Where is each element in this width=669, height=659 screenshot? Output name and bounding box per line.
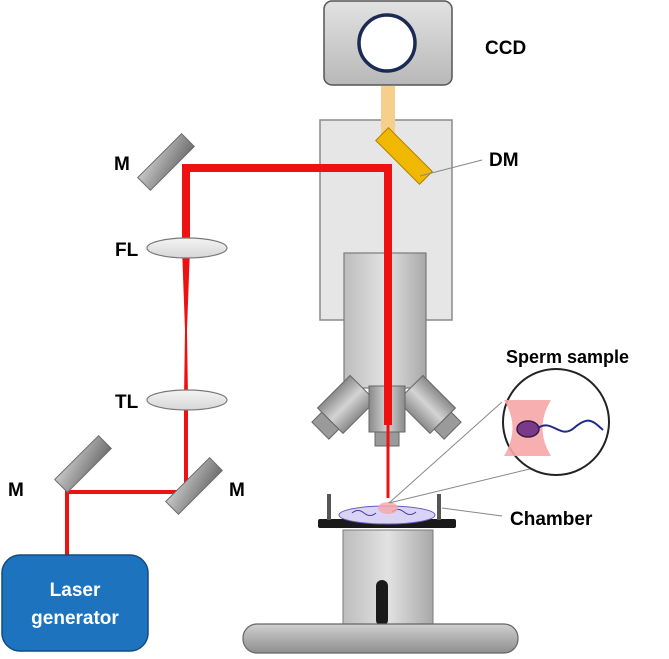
- objective-left: [311, 374, 377, 440]
- sperm-tail: [537, 419, 604, 433]
- label-chamber: Chamber: [510, 509, 593, 530]
- focusing-lens: [146, 237, 228, 259]
- stage-slot: [376, 580, 388, 626]
- label-laser-line2: generator: [31, 608, 119, 629]
- label-sperm-sample: Sperm sample: [506, 347, 629, 367]
- mirror-top: [137, 133, 195, 191]
- laser-focus-cone-2: [184, 330, 188, 398]
- label-laser-line1: Laser: [50, 580, 101, 601]
- zoom-line-1: [388, 401, 503, 504]
- tube-lens: [146, 389, 228, 411]
- dichroic-mirror: [375, 127, 433, 185]
- sperm-head: [516, 420, 540, 438]
- label-mirror-right: M: [229, 480, 245, 501]
- chamber-post-right: [437, 494, 441, 520]
- label-mirror-left: M: [8, 480, 24, 501]
- camera-light-path: [381, 86, 395, 138]
- laser-generator: [1, 554, 149, 652]
- label-dm: DM: [489, 150, 519, 171]
- chamber-leader: [441, 507, 503, 517]
- dm-leader: [419, 159, 483, 177]
- label-tl: TL: [115, 392, 139, 413]
- label-ccd: CCD: [485, 38, 526, 59]
- ccd-lens: [357, 13, 417, 73]
- objective-right: [396, 374, 462, 440]
- label-fl: FL: [115, 240, 139, 261]
- mirror-right: [165, 457, 223, 515]
- microscope-base: [242, 623, 519, 654]
- laser-beam: [65, 164, 392, 555]
- laser-focus-cone: [182, 248, 190, 330]
- mirror-left: [54, 435, 112, 493]
- chamber-focus-glow: [378, 502, 398, 514]
- zoom-line-2: [388, 465, 543, 504]
- label-mirror-top: M: [114, 154, 130, 175]
- chamber-post-left: [327, 494, 331, 520]
